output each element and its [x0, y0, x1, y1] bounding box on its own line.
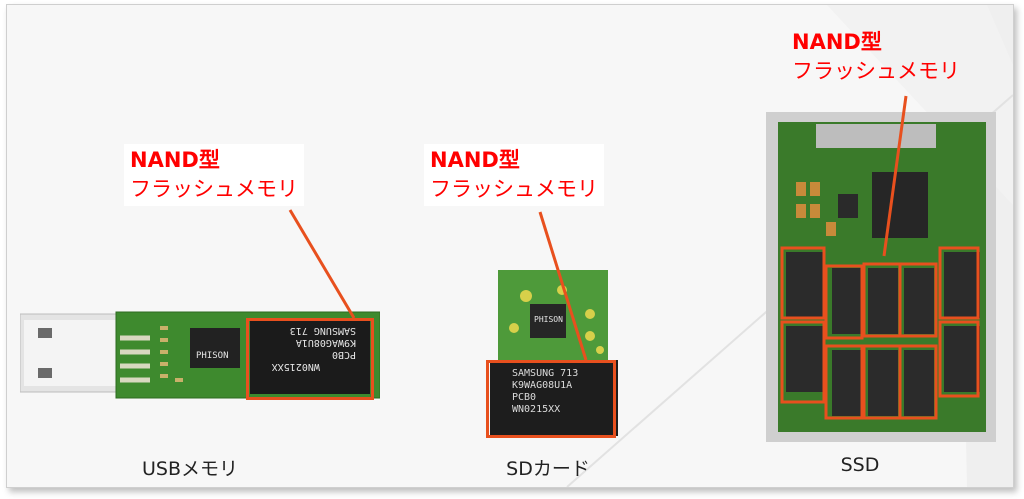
usb-nand-chip: WN0215XX PCB0 K9WAG08U1A SAMSUNG 713 [250, 320, 370, 394]
usb-nand-label-line2: フラッシュメモリ [130, 177, 298, 201]
usb-nand-label: NAND型 フラッシュメモリ [124, 144, 304, 206]
ssd-leader-line [882, 95, 908, 257]
sd-leader-line [538, 211, 588, 361]
sd-caption: SDカード [506, 458, 590, 480]
sd-nand-line-3: PCB0 [512, 392, 537, 403]
sd-card-photo: PHISON SAMSUNG 713 K9WAG08U1A PCB0 WN021… [490, 270, 618, 436]
sd-controller-label: PHISON [534, 315, 563, 324]
sd-nand-label: NAND型 フラッシュメモリ [424, 144, 604, 206]
ssd-nand-label-line2: フラッシュメモリ [792, 59, 960, 83]
usb-leader-line [288, 209, 356, 319]
sd-nand-line-1: SAMSUNG 713 [512, 368, 579, 379]
usb-nand-label-line1: NAND型 [130, 148, 220, 172]
usb-controller-label: PHISON [196, 351, 229, 361]
ssd-nand-label-line1: NAND型 [792, 30, 882, 54]
sd-nand-text: SAMSUNG 713 K9WAG08U1A PCB0 WN0215XX [512, 368, 578, 416]
ssd-photo [766, 112, 996, 442]
ssd-caption: SSD [840, 454, 880, 476]
sd-nand-label-line2: フラッシュメモリ [430, 177, 598, 201]
sd-nand-highlight [486, 360, 616, 438]
usb-caption: USBメモリ [141, 458, 238, 480]
ssd-nand-label: NAND型 フラッシュメモリ [786, 26, 966, 88]
usb-nand-highlight [246, 318, 374, 400]
sd-nand-label-line1: NAND型 [430, 148, 520, 172]
sd-nand-line-4: WN0215XX [512, 404, 561, 415]
sd-nand-line-2: K9WAG08U1A [512, 380, 573, 391]
